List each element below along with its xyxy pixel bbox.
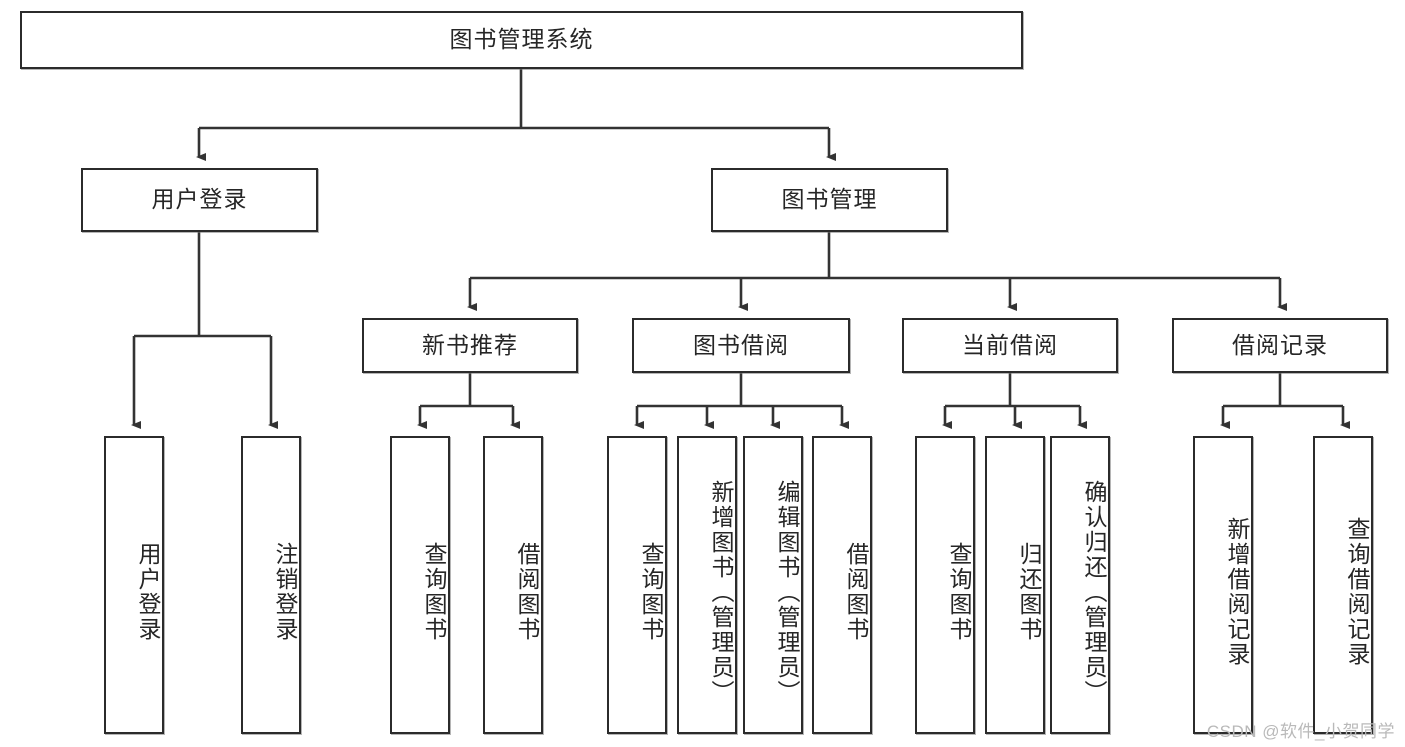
node-leaf-add-book-admin[interactable]: 新增图书（管理员） <box>677 436 737 734</box>
node-label: 注销登录 <box>272 542 298 642</box>
node-leaf-confirm-return-admin[interactable]: 确认归还（管理员） <box>1050 436 1110 734</box>
node-leaf-add-borrow-record[interactable]: 新增借阅记录 <box>1193 436 1253 734</box>
node-book-manage[interactable]: 图书管理 <box>711 168 948 232</box>
node-root[interactable]: 图书管理系统 <box>20 11 1023 69</box>
node-label: 查询图书 <box>946 542 972 642</box>
node-label: 编辑图书（管理员） <box>774 479 800 705</box>
node-leaf-query-borrow-record[interactable]: 查询借阅记录 <box>1313 436 1373 734</box>
node-leaf-logout[interactable]: 注销登录 <box>241 436 301 734</box>
node-label: 借阅图书 <box>514 542 540 642</box>
node-label: 查询图书 <box>638 542 664 642</box>
node-leaf-borrow-book[interactable]: 借阅图书 <box>812 436 872 734</box>
node-label: 查询借阅记录 <box>1344 517 1370 667</box>
node-leaf-query-book-borrow[interactable]: 查询图书 <box>607 436 667 734</box>
node-leaf-query-book-current[interactable]: 查询图书 <box>915 436 975 734</box>
node-book-borrow[interactable]: 图书借阅 <box>632 318 850 373</box>
node-label: 图书借阅 <box>693 331 789 358</box>
node-leaf-query-book-recommend[interactable]: 查询图书 <box>390 436 450 734</box>
node-borrow-record[interactable]: 借阅记录 <box>1172 318 1388 373</box>
node-label: 新书推荐 <box>422 331 518 358</box>
node-label: 借阅图书 <box>843 542 869 642</box>
node-leaf-user-login[interactable]: 用户登录 <box>104 436 164 734</box>
node-leaf-return-book[interactable]: 归还图书 <box>985 436 1045 734</box>
node-label: 用户登录 <box>135 542 161 642</box>
node-label: 图书管理系统 <box>449 26 594 53</box>
node-label: 图书管理 <box>781 186 878 213</box>
node-label: 确认归还（管理员） <box>1081 479 1107 705</box>
node-leaf-borrow-book-recommend[interactable]: 借阅图书 <box>483 436 543 734</box>
node-leaf-edit-book-admin[interactable]: 编辑图书（管理员） <box>743 436 803 734</box>
node-label: 归还图书 <box>1016 542 1042 642</box>
node-new-book-recommend[interactable]: 新书推荐 <box>362 318 578 373</box>
watermark-label: CSDN @软件_小贺同学 <box>1206 722 1395 741</box>
node-label: 借阅记录 <box>1232 331 1328 358</box>
node-label: 查询图书 <box>421 542 447 642</box>
node-current-borrow[interactable]: 当前借阅 <box>902 318 1118 373</box>
node-label: 用户登录 <box>151 186 248 213</box>
node-label: 新增图书（管理员） <box>708 479 734 705</box>
node-user-login[interactable]: 用户登录 <box>81 168 318 232</box>
node-label: 新增借阅记录 <box>1224 517 1250 667</box>
node-label: 当前借阅 <box>962 331 1058 358</box>
